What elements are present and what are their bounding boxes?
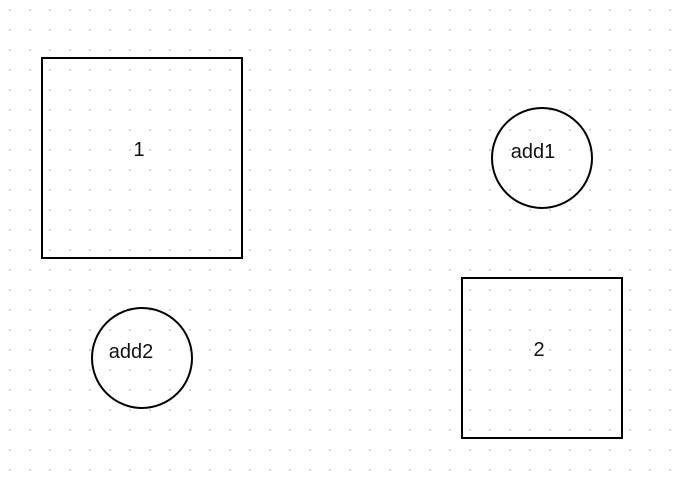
node-rect-2[interactable]: 2 — [461, 277, 623, 439]
node-rect-1[interactable]: 1 — [41, 57, 243, 259]
node-circle-add2[interactable]: add2 — [91, 307, 193, 409]
node-circle-add1[interactable]: add1 — [491, 107, 593, 209]
node-label: 1 — [133, 139, 145, 161]
node-label: add1 — [510, 141, 556, 163]
node-label: 2 — [533, 339, 545, 361]
node-label: add2 — [108, 341, 154, 363]
